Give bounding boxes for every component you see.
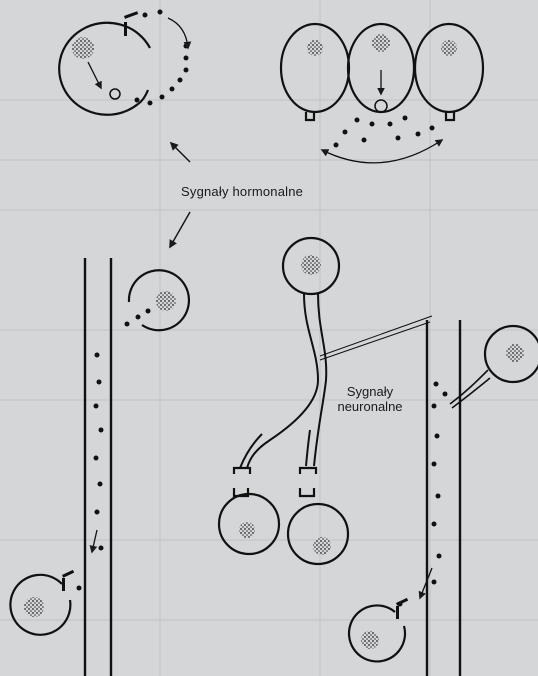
nucleus-icon [441, 40, 457, 56]
receptor-icon [62, 570, 74, 591]
hormone-particles [135, 10, 189, 106]
receptor-icon [396, 598, 408, 619]
nucleus-icon [506, 344, 524, 362]
neuron [234, 238, 432, 474]
hormone-particles [334, 116, 435, 148]
nucleus-icon [361, 631, 379, 649]
nucleus-icon [372, 34, 390, 52]
nucleus-icon [301, 255, 321, 275]
nucleus-icon [313, 537, 331, 555]
neuronal-label-line1: Sygnały [330, 384, 410, 399]
secreting-cell [129, 270, 189, 330]
arrow-icon [92, 530, 97, 552]
autocrine-cell [59, 10, 188, 115]
neuronal-label-line2: neuronalne [330, 399, 410, 414]
neurosecretory-cell [450, 326, 538, 408]
nucleus-icon [24, 597, 44, 617]
blood-vessel-right [427, 320, 460, 676]
blood-vessel-left [85, 258, 111, 676]
receptor-icon [306, 112, 454, 120]
neuronal-signals-label: Sygnały neuronalne [330, 384, 410, 414]
synapse-icon [234, 468, 316, 474]
neuron-target-cells [219, 488, 348, 564]
hormone-particles [398, 382, 448, 607]
nucleus-icon [239, 522, 255, 538]
nucleus-icon [156, 291, 176, 311]
hormone-particles [77, 309, 151, 591]
nucleus-icon [72, 37, 94, 59]
arrow-icon [170, 212, 190, 247]
hormonal-signals-label: Sygnały hormonalne [181, 184, 303, 199]
vesicle-icon [110, 89, 120, 99]
arrow-icon [171, 143, 190, 162]
paracrine-cell-group [281, 24, 483, 163]
nucleus-icon [307, 40, 323, 56]
target-cell [10, 570, 74, 635]
neuroendocrine-target-cell [349, 598, 408, 662]
